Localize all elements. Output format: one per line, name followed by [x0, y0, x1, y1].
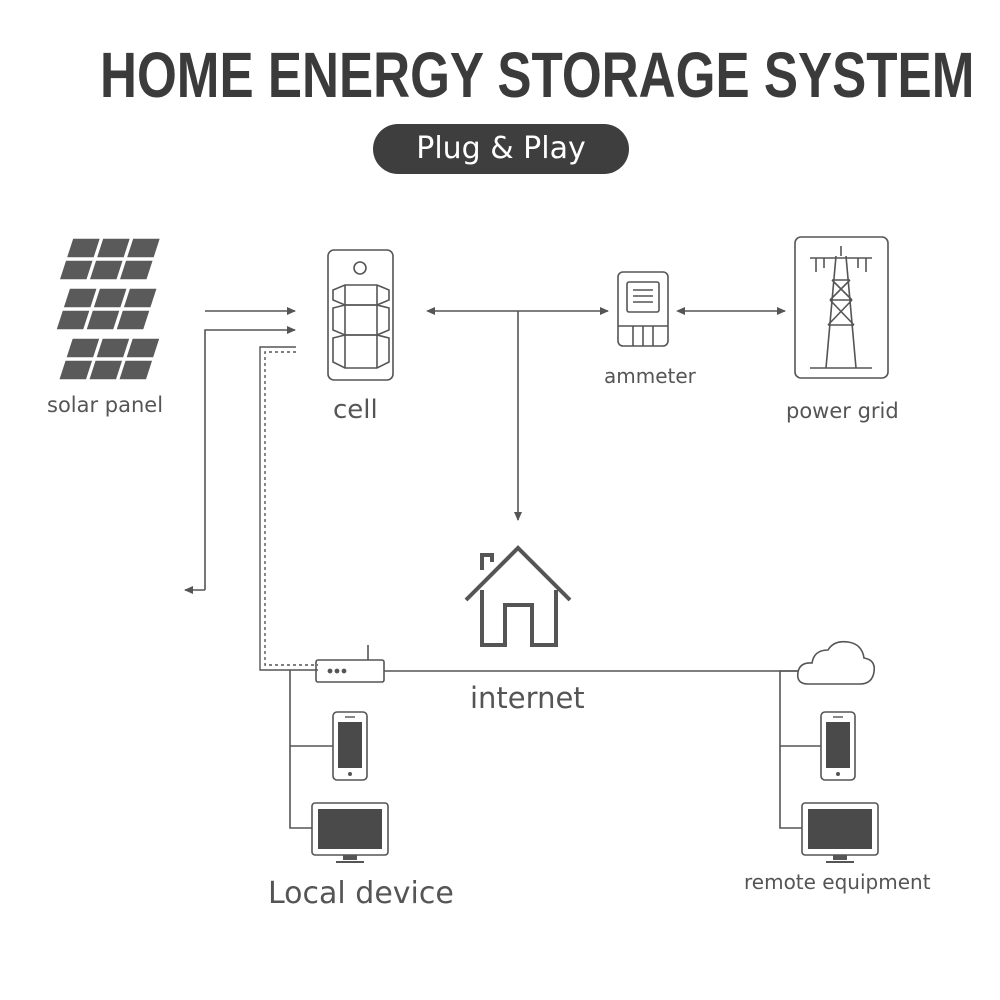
page-title: HOME ENERGY STORAGE SYSTEM: [100, 39, 975, 111]
phone-icon: [820, 711, 856, 781]
subtitle-badge: Plug & Play: [373, 124, 629, 174]
solar-panel-icon: [54, 237, 162, 381]
phone-icon: [332, 711, 368, 781]
internet-label: internet: [470, 681, 585, 715]
power-grid-label: power grid: [786, 399, 899, 423]
cell-label: cell: [333, 395, 378, 425]
house-icon: [464, 545, 572, 647]
remote-equipment-label: remote equipment: [744, 870, 931, 894]
monitor-icon: [801, 802, 879, 863]
cell-ammeter-connector: [426, 307, 786, 521]
remote-equipment-connectors: [779, 670, 821, 829]
ammeter-icon: [617, 271, 669, 347]
cell-comm-line: [259, 346, 318, 671]
solar-panel-label: solar panel: [47, 393, 163, 417]
ammeter-label: ammeter: [604, 364, 697, 388]
battery-cell-icon: [327, 249, 394, 381]
router-icon: [315, 645, 385, 683]
cloud-icon: [796, 640, 876, 685]
local-device-connectors: [289, 670, 333, 829]
power-tower-icon: [794, 236, 889, 379]
solar-to-cell-connectors: [184, 307, 296, 594]
monitor-icon: [311, 802, 389, 863]
local-device-label: Local device: [268, 876, 454, 911]
